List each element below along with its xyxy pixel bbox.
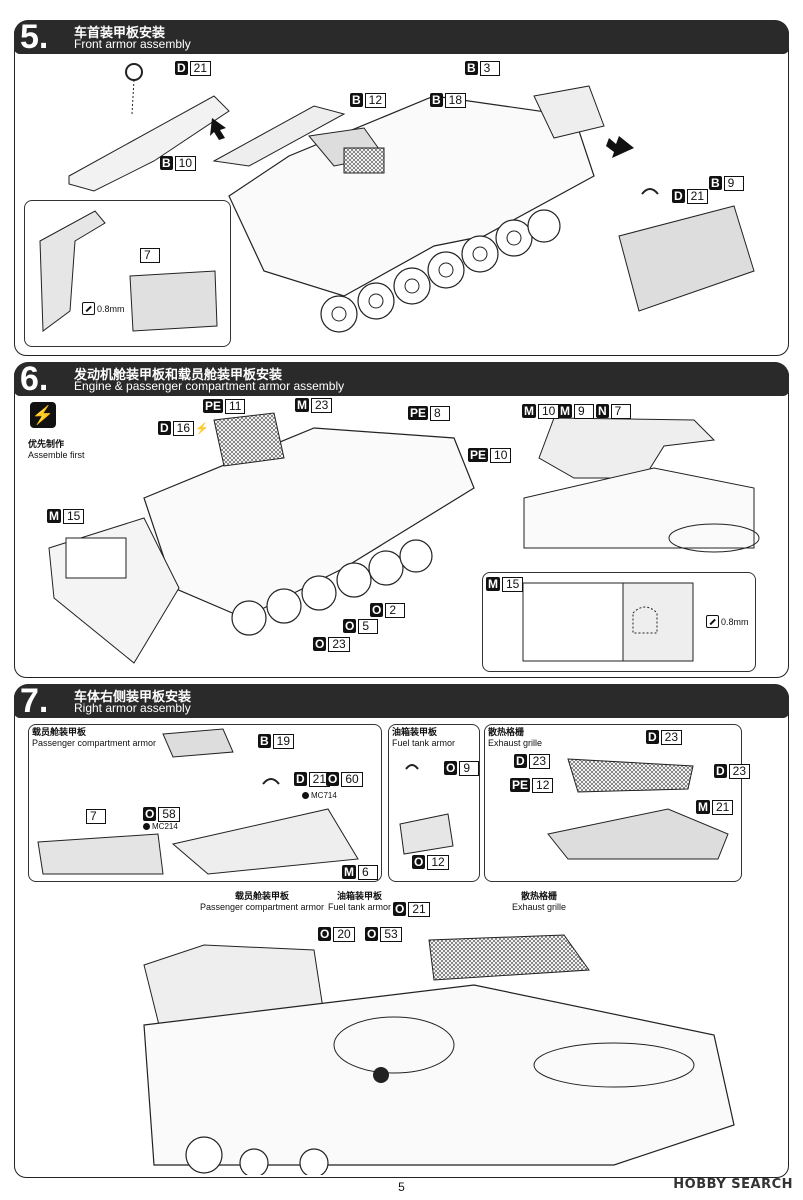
lightning-icon: ⚡ (30, 402, 56, 428)
step-number: 5. (20, 18, 49, 56)
step-6-inset (482, 572, 756, 672)
step-7-hull-drawing (143, 934, 735, 1175)
step-title-cn: 发动机舱装甲板和载员舱装甲板安装 (74, 368, 283, 383)
step-number: 6. (20, 360, 49, 398)
step-title-cn: 车体右侧装甲板安装 (74, 690, 192, 705)
mc-note: MC714 (302, 791, 337, 800)
thickness-note: 0.8mm (82, 302, 125, 315)
step-title-en: Engine & passenger compartment armor ass… (74, 379, 345, 393)
mc-note: MC214 (143, 822, 178, 831)
step-number: 7. (20, 682, 49, 720)
lightning-icon: ⚡ (195, 422, 209, 435)
step-6-header: 6. 发动机舱装甲板和载员舱装甲板安装 Engine & passenger c… (14, 360, 789, 398)
part-label: 7 (140, 247, 160, 263)
step-7-header: 7. 车体右侧装甲板安装 Right armor assembly (14, 682, 789, 720)
inset-drawing (522, 582, 694, 662)
step-title-en: Right armor assembly (74, 701, 191, 715)
inset-drawing (39, 210, 218, 332)
step-6-drawing (48, 412, 760, 664)
assemble-first-note: 优先制作 Assemble first (28, 440, 85, 460)
part-label: 7 (86, 808, 106, 824)
page-number: 5 (398, 1180, 405, 1194)
step-title-cn: 车首装甲板安装 (74, 26, 166, 41)
step-5-header: 5. 车首装甲板安装 Front armor assembly (14, 18, 789, 56)
thickness-note: 0.8mm (706, 615, 749, 628)
step-7-top-drawing (37, 728, 729, 875)
step-5-inset (24, 200, 231, 347)
step-5-drawing (68, 63, 755, 333)
watermark: HOBBY SEARCH (673, 1177, 793, 1192)
step-title-en: Front armor assembly (74, 37, 191, 51)
